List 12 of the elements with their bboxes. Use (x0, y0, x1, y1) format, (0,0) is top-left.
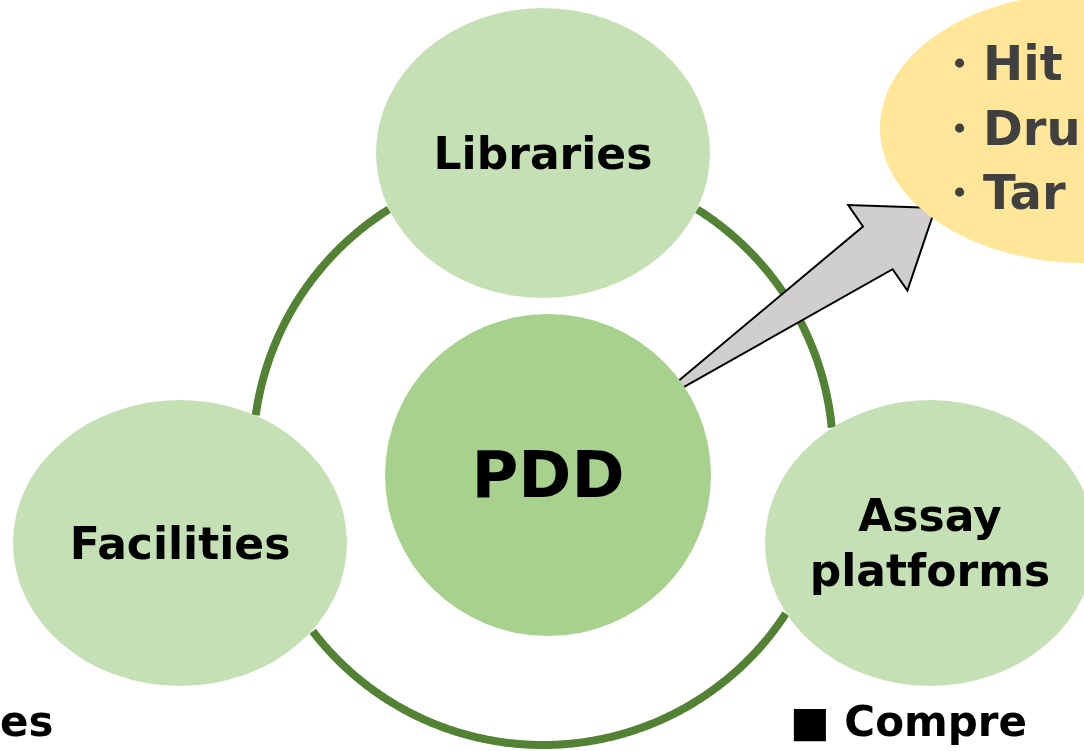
heading-fragment: es (0, 700, 54, 744)
bullet-text: ・Hit (935, 33, 1063, 93)
heading-fragment: ■ Compre (790, 700, 1027, 744)
node-label: PDD (471, 437, 625, 514)
node-label: Facilities (69, 516, 291, 571)
ring-connector (694, 206, 836, 431)
ring-connector (309, 611, 790, 749)
bullet-text: ・Dru (935, 98, 1081, 158)
node-label: Assay platforms (808, 489, 1052, 598)
node-label: Libraries (433, 126, 653, 181)
bullet-text: ・Tar (935, 163, 1066, 223)
ring-connector (251, 206, 392, 418)
